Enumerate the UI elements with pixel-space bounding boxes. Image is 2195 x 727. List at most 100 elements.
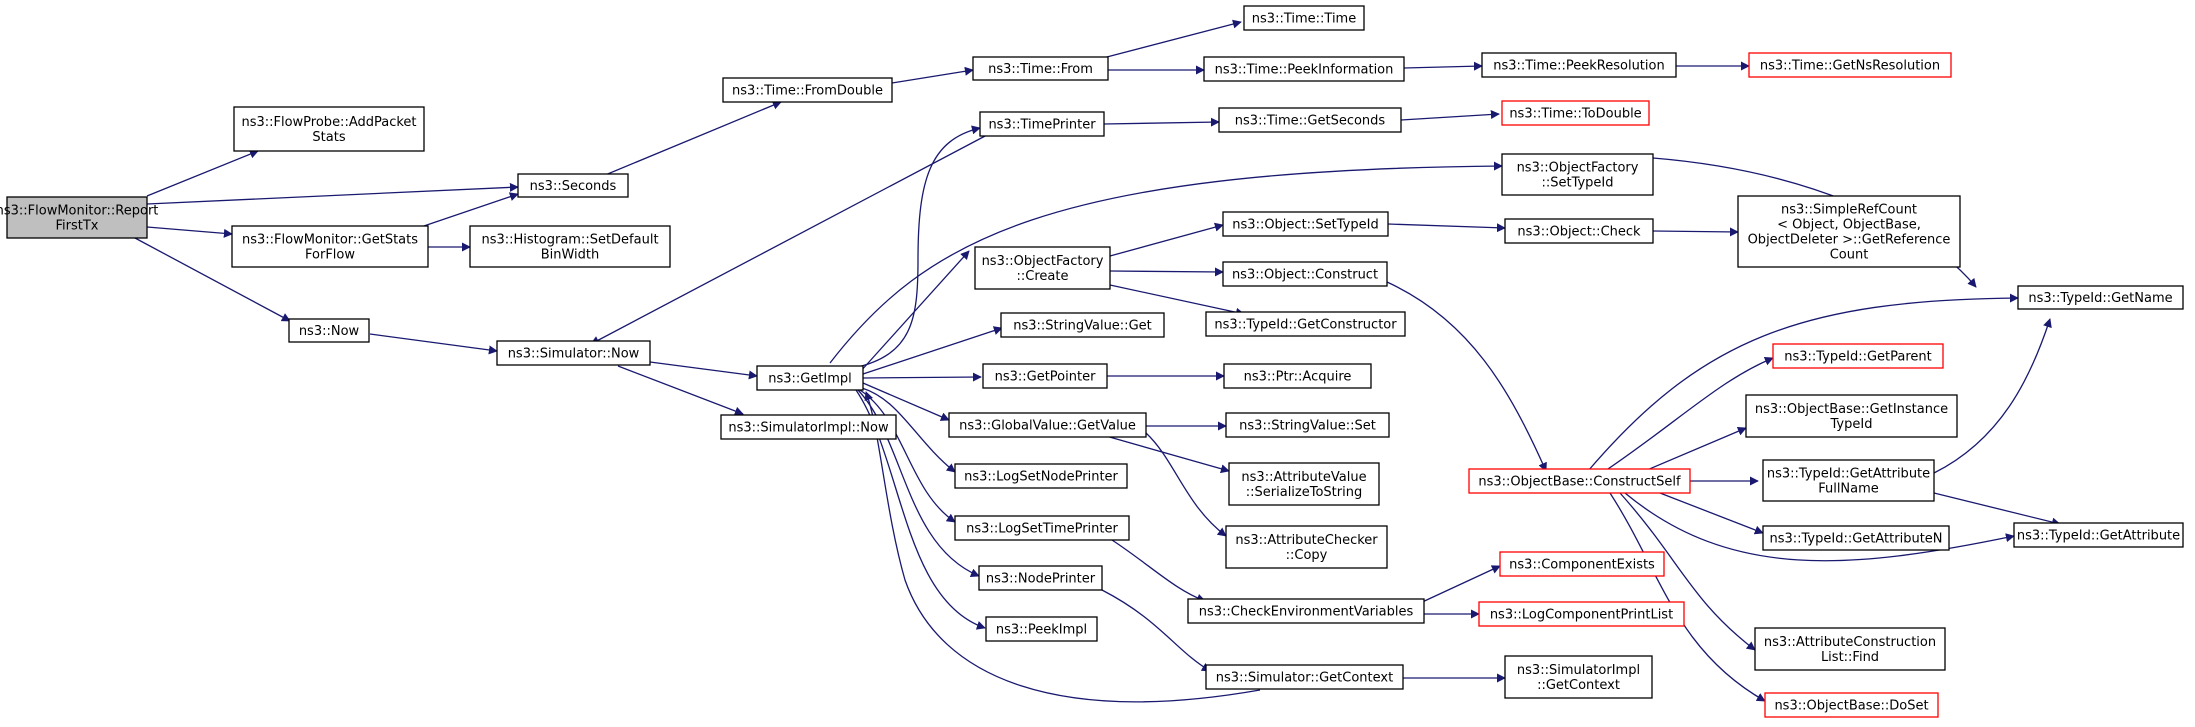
- edge-peekinformation-to-peekresolution: [1403, 61, 1483, 71]
- edge-fromdouble-to-from: [891, 66, 974, 84]
- node-label-line: ns3::GetPointer: [995, 370, 1096, 385]
- node-box: [1504, 655, 1653, 699]
- edge-simulatornow-to-simulatorimplnow: [617, 365, 744, 416]
- edge-getimpl-to-create: [859, 250, 970, 373]
- node-attributevalue-serialize[interactable]: ns3::AttributeValue::SerializeToString: [1228, 462, 1380, 506]
- node-time-time[interactable]: ns3::Time::Time: [1243, 5, 1365, 31]
- node-time-get-seconds[interactable]: ns3::Time::GetSeconds: [1218, 107, 1402, 133]
- edge-objectconstruct-to-constructself: [1386, 281, 1547, 472]
- edge-create-to-objectsettypeid: [1109, 222, 1224, 257]
- node-label-line: FirstTx: [56, 219, 99, 234]
- edge-report-to-now: [134, 237, 291, 322]
- node-check-environment-variables[interactable]: ns3::CheckEnvironmentVariables: [1187, 598, 1425, 624]
- node-typeid-get-parent[interactable]: ns3::TypeId::GetParent: [1772, 343, 1944, 369]
- node-now[interactable]: ns3::Now: [288, 318, 370, 343]
- node-label-line: ForFlow: [305, 248, 355, 263]
- node-get-impl[interactable]: ns3::GetImpl: [756, 365, 864, 391]
- node-time-peek-resolution[interactable]: ns3::Time::PeekResolution: [1481, 52, 1677, 78]
- node-typeid-get-attribute-n[interactable]: ns3::TypeId::GetAttributeN: [1762, 525, 1950, 551]
- node-box: [517, 173, 629, 198]
- node-objectfactory-set-type-id[interactable]: ns3::ObjectFactory::SetTypeId: [1501, 153, 1654, 196]
- node-simulatorimpl-now[interactable]: ns3::SimulatorImpl::Now: [720, 414, 897, 440]
- node-time-printer[interactable]: ns3::TimePrinter: [979, 111, 1105, 137]
- node-peek-impl[interactable]: ns3::PeekImpl: [985, 616, 1098, 642]
- node-label-line: ns3::Object::Check: [1517, 225, 1641, 240]
- node-box: [979, 111, 1105, 137]
- node-object-set-type-id[interactable]: ns3::Object::SetTypeId: [1222, 211, 1389, 237]
- node-label-line: ns3::ObjectBase::DoSet: [1774, 699, 1928, 714]
- node-label-line: ns3::Time::PeekResolution: [1493, 59, 1664, 74]
- node-label-line: ns3::StringValue::Get: [1013, 319, 1151, 334]
- node-time-from-double[interactable]: ns3::Time::FromDouble: [722, 77, 893, 103]
- node-label-line: ns3::Time::PeekInformation: [1215, 63, 1394, 78]
- node-box: [1737, 195, 1961, 268]
- node-label-line: ns3::TypeId::GetParent: [1784, 350, 1932, 365]
- edge-nodeprinter-to-getcontext: [1101, 589, 1211, 672]
- node-object-construct[interactable]: ns3::Object::Construct: [1222, 261, 1388, 287]
- node-log-set-time-printer[interactable]: ns3::LogSetTimePrinter: [954, 515, 1130, 541]
- call-nodes: ns3::FlowMonitor::ReportFirstTxns3::Flow…: [0, 5, 2184, 718]
- node-label-line: ::GetContext: [1537, 678, 1620, 693]
- node-box: [982, 363, 1108, 389]
- node-box: [1218, 107, 1402, 133]
- node-typeid-get-attribute[interactable]: ns3::TypeId::GetAttribute: [2013, 522, 2184, 548]
- node-box: [954, 515, 1130, 541]
- node-label-line: ns3::NodePrinter: [986, 572, 1096, 587]
- node-box: [1772, 343, 1944, 369]
- node-time-peek-information[interactable]: ns3::Time::PeekInformation: [1203, 56, 1405, 82]
- node-label-line: ns3::Object::SetTypeId: [1232, 218, 1378, 233]
- node-object-check[interactable]: ns3::Object::Check: [1504, 218, 1654, 244]
- node-box: [1748, 52, 1952, 78]
- edge-getimpl-to-stringvalueget: [862, 326, 1003, 375]
- node-box: [233, 106, 425, 152]
- edge-getimpl-to-getpointer: [862, 372, 982, 382]
- node-time-from[interactable]: ns3::Time::From: [972, 56, 1109, 81]
- node-attributechecker-copy[interactable]: ns3::AttributeChecker::Copy: [1225, 525, 1388, 569]
- node-component-exists[interactable]: ns3::ComponentExists: [1499, 551, 1665, 577]
- node-ptr-acquire[interactable]: ns3::Ptr::Acquire: [1223, 363, 1372, 389]
- node-label-line: ns3::CheckEnvironmentVariables: [1199, 605, 1414, 620]
- edge-getattributefullname-to-getattribute: [1933, 492, 2061, 527]
- node-simulator-now[interactable]: ns3::Simulator::Now: [496, 340, 651, 366]
- node-box: [6, 196, 148, 239]
- edge-from-to-timetime: [1102, 19, 1242, 59]
- node-box: [1222, 211, 1389, 237]
- node-typeid-get-name[interactable]: ns3::TypeId::GetName: [2017, 285, 2184, 310]
- node-label-line: ns3::Time::Time: [1252, 12, 1356, 27]
- node-globalvalue-get-value[interactable]: ns3::GlobalValue::GetValue: [948, 412, 1147, 438]
- node-label-line: ns3::TypeId::GetConstructor: [1214, 318, 1397, 333]
- node-log-component-print-list[interactable]: ns3::LogComponentPrintList: [1478, 601, 1685, 627]
- node-simulatorimpl-get-context[interactable]: ns3::SimulatorImpl::GetContext: [1504, 655, 1653, 699]
- node-time-get-ns-resolution[interactable]: ns3::Time::GetNsResolution: [1748, 52, 1952, 78]
- node-node-printer[interactable]: ns3::NodePrinter: [978, 565, 1103, 591]
- node-label-line: Stats: [312, 130, 345, 145]
- node-box: [978, 565, 1103, 591]
- node-stringvalue-get[interactable]: ns3::StringValue::Get: [1000, 312, 1165, 338]
- node-label-line: ns3::SimulatorImpl::Now: [728, 421, 889, 436]
- node-label-line: ns3::LogSetNodePrinter: [964, 470, 1118, 485]
- node-label-line: ns3::TypeId::GetAttribute: [2017, 529, 2180, 544]
- node-seconds[interactable]: ns3::Seconds: [517, 173, 629, 198]
- node-simple-ref-count[interactable]: ns3::SimpleRefCount< Object, ObjectBase,…: [1737, 195, 1961, 268]
- node-label-line: ::Copy: [1286, 548, 1328, 563]
- node-label-line: ns3::Ptr::Acquire: [1244, 370, 1352, 385]
- node-time-to-double[interactable]: ns3::Time::ToDouble: [1501, 100, 1650, 126]
- node-get-pointer[interactable]: ns3::GetPointer: [982, 363, 1108, 389]
- node-objectbase-construct-self[interactable]: ns3::ObjectBase::ConstructSelf: [1468, 468, 1691, 494]
- node-typeid-get-constructor[interactable]: ns3::TypeId::GetConstructor: [1205, 311, 1406, 337]
- node-simulator-get-context[interactable]: ns3::Simulator::GetContext: [1205, 664, 1404, 690]
- node-box: [1187, 598, 1425, 624]
- edge-now-to-simulatornow: [369, 333, 498, 355]
- node-objectfactory-create[interactable]: ns3::ObjectFactory::Create: [974, 246, 1111, 290]
- node-objectbase-do-set[interactable]: ns3::ObjectBase::DoSet: [1764, 692, 1939, 718]
- node-log-set-node-printer[interactable]: ns3::LogSetNodePrinter: [954, 463, 1128, 489]
- node-stringvalue-set[interactable]: ns3::StringValue::Set: [1225, 412, 1390, 438]
- node-label-line: ns3::GetImpl: [768, 372, 852, 387]
